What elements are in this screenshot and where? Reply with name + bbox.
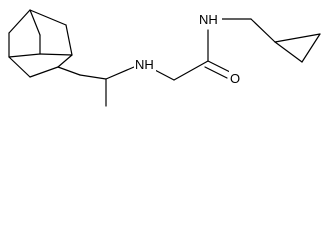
amide-nh-label: NH bbox=[198, 10, 222, 28]
bond bbox=[65, 24, 73, 56]
bond bbox=[204, 66, 228, 79]
cyclopropyl-group bbox=[274, 33, 321, 63]
bond bbox=[79, 74, 107, 80]
bond bbox=[29, 9, 41, 36]
bond bbox=[39, 53, 73, 56]
molecule-structure: NH NH O bbox=[8, 9, 321, 107]
bond bbox=[152, 68, 175, 81]
bond bbox=[173, 60, 209, 81]
carbonyl-oxygen-text: O bbox=[230, 71, 240, 86]
amine-nh-label: NH bbox=[134, 56, 156, 72]
bond bbox=[8, 9, 31, 34]
bond bbox=[105, 66, 135, 80]
carbonyl-oxygen-label: O bbox=[229, 70, 241, 86]
bond bbox=[274, 33, 321, 43]
bond bbox=[57, 66, 81, 76]
amine-nh-text: NH bbox=[135, 57, 154, 72]
bond bbox=[8, 56, 31, 78]
bond bbox=[250, 18, 276, 43]
bond bbox=[57, 54, 73, 68]
amide-nh-text: NH bbox=[199, 12, 218, 27]
bond bbox=[301, 33, 321, 63]
bond bbox=[207, 60, 231, 73]
bond bbox=[8, 53, 41, 58]
adamantyl-group bbox=[8, 9, 81, 78]
bond bbox=[29, 66, 59, 78]
bond bbox=[274, 41, 303, 63]
bond bbox=[29, 9, 67, 26]
